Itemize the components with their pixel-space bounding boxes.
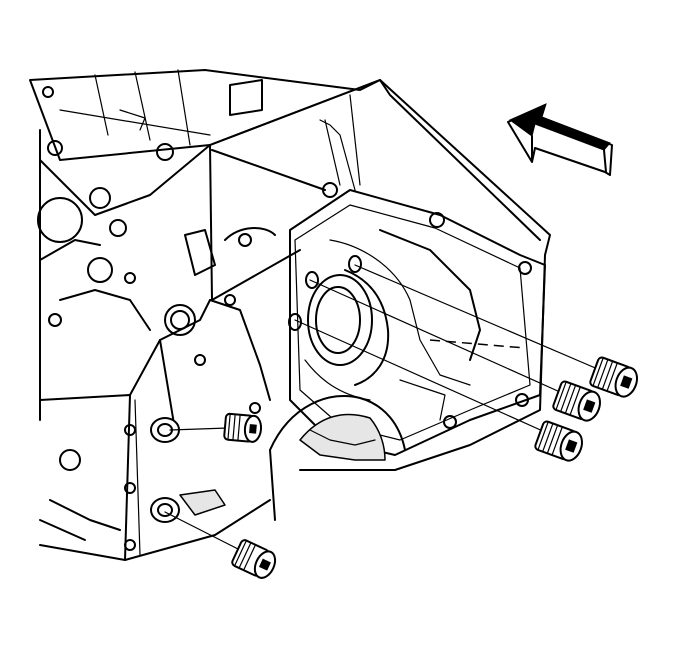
bolt xyxy=(223,412,263,443)
bolt xyxy=(589,356,638,398)
crankshaft-opening xyxy=(269,394,406,521)
bolt-guide-lines xyxy=(164,255,601,551)
block-main-body xyxy=(209,79,551,471)
bolt xyxy=(552,380,601,422)
view-direction-arrow xyxy=(507,103,613,176)
bolt xyxy=(231,539,277,579)
cylinder-head-area xyxy=(29,69,381,421)
lower-left-flange xyxy=(39,227,276,561)
bolt xyxy=(534,420,583,462)
